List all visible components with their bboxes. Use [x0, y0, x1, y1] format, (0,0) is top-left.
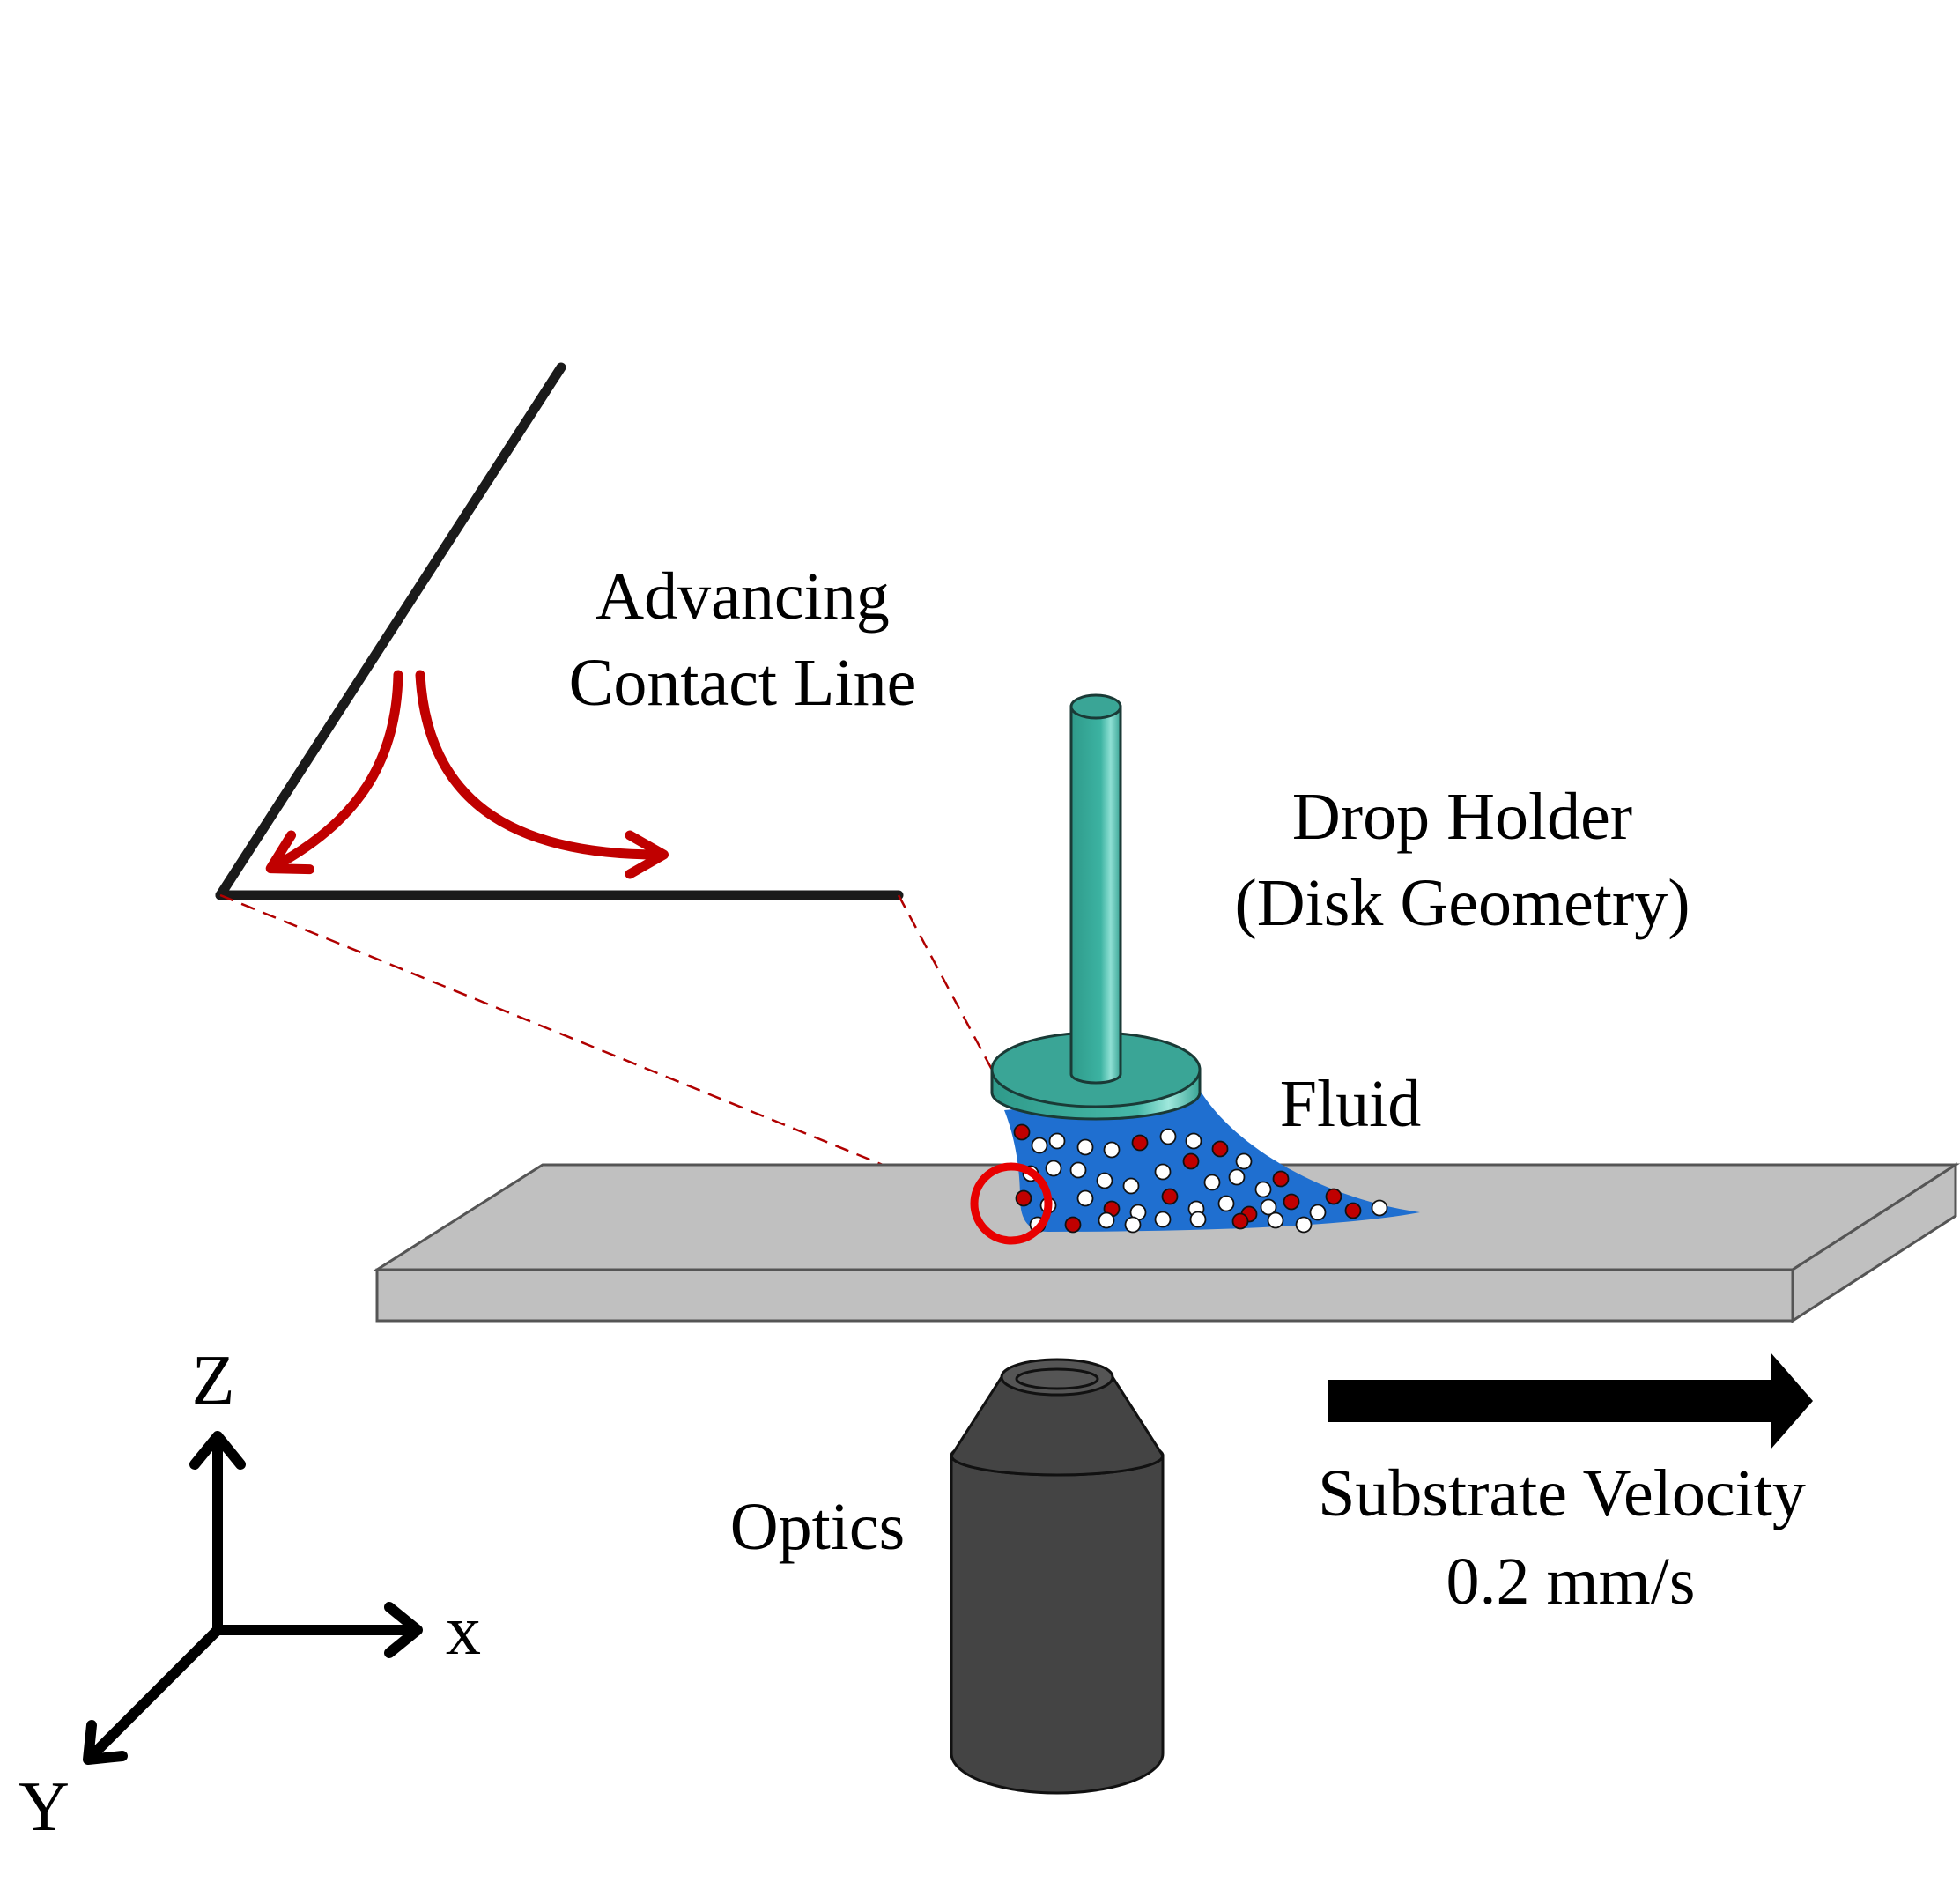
white-particle [1048, 1132, 1066, 1150]
white-particle [1076, 1189, 1094, 1207]
white-particle [1159, 1128, 1177, 1145]
substrate-front-face [375, 1268, 1794, 1323]
holder-rod-top [1069, 693, 1122, 720]
white-particle [1267, 1211, 1284, 1229]
angle-arrow-right [415, 670, 669, 879]
z-axis-arrowhead [189, 1431, 246, 1470]
zoom-line-left [219, 893, 987, 1209]
substrate-side-face [1791, 1162, 1957, 1323]
drop-holder [990, 693, 1202, 1121]
white-particle [1098, 1211, 1115, 1229]
zoom-callout-lines [219, 893, 1013, 1209]
advancing-contact-line-label-1: Advancing [595, 559, 889, 634]
fluid-body [1004, 1090, 1420, 1232]
drop-holder-label-2: (Disk Geometry) [1234, 866, 1690, 940]
optics-cone [950, 1375, 1165, 1477]
white-particle [1260, 1198, 1277, 1216]
red-particle [1161, 1188, 1179, 1205]
angle-arrow-left [265, 670, 403, 875]
white-particle [1235, 1152, 1253, 1170]
red-particle [1064, 1216, 1082, 1234]
white-particle [1103, 1141, 1121, 1159]
white-particle [1228, 1168, 1246, 1186]
white-particle [1122, 1177, 1140, 1195]
red-particle [1272, 1170, 1290, 1188]
z-axis-label: Z [192, 1342, 235, 1419]
red-particle [1013, 1123, 1031, 1141]
white-particle [1045, 1160, 1062, 1177]
red-particle [1131, 1134, 1149, 1152]
red-particle [1344, 1202, 1362, 1219]
red-particle [1231, 1212, 1249, 1230]
white-particle [1203, 1174, 1221, 1191]
red-particle [1211, 1140, 1229, 1158]
white-particle [1096, 1172, 1113, 1189]
white-particle [1189, 1211, 1207, 1228]
white-particle [1295, 1216, 1313, 1234]
y-axis-label: Y [18, 1768, 70, 1846]
white-particle [1309, 1204, 1327, 1221]
x-axis-arrowhead [384, 1602, 423, 1658]
x-axis-label: x [446, 1592, 481, 1670]
white-particle [1217, 1195, 1235, 1212]
advancing-contact-line-label-2: Contact Line [569, 646, 917, 720]
fluid-drop [1004, 1090, 1420, 1234]
coordinate-axes [83, 1431, 423, 1765]
red-particle [1182, 1152, 1200, 1170]
zoom-line-right [897, 894, 1013, 1107]
y-axis-line [86, 1624, 224, 1761]
contact-line-marker [970, 1162, 1053, 1245]
optics-objective [950, 1358, 1165, 1795]
white-particle [1154, 1163, 1172, 1181]
white-particle [1254, 1181, 1272, 1198]
optics-body [950, 1454, 1165, 1795]
white-particle [1124, 1216, 1142, 1234]
white-particle [1371, 1199, 1388, 1217]
holder-rod [1069, 705, 1122, 1085]
contact-angle-schematic [215, 362, 904, 900]
red-particle [1015, 1189, 1032, 1207]
y-axis-arrowhead [83, 1720, 128, 1765]
substrate-velocity-label-1: Substrate Velocity [1318, 1456, 1806, 1530]
optics-label: Optics [730, 1490, 905, 1564]
substrate-velocity-label-2: 0.2 mm/s [1446, 1545, 1696, 1619]
drop-holder-label-1: Drop Holder [1292, 780, 1632, 854]
red-particle [1283, 1193, 1300, 1211]
white-particle [1154, 1211, 1172, 1228]
fluid-label: Fluid [1280, 1067, 1422, 1141]
red-particle [1325, 1188, 1342, 1205]
white-particle [1069, 1161, 1087, 1179]
white-particle [1185, 1132, 1202, 1150]
white-particle [1076, 1138, 1094, 1156]
white-particle [1031, 1137, 1048, 1154]
substrate-velocity-arrow [1328, 1352, 1813, 1449]
optics-aperture [1015, 1367, 1099, 1390]
advancing-interface-line [215, 362, 566, 900]
